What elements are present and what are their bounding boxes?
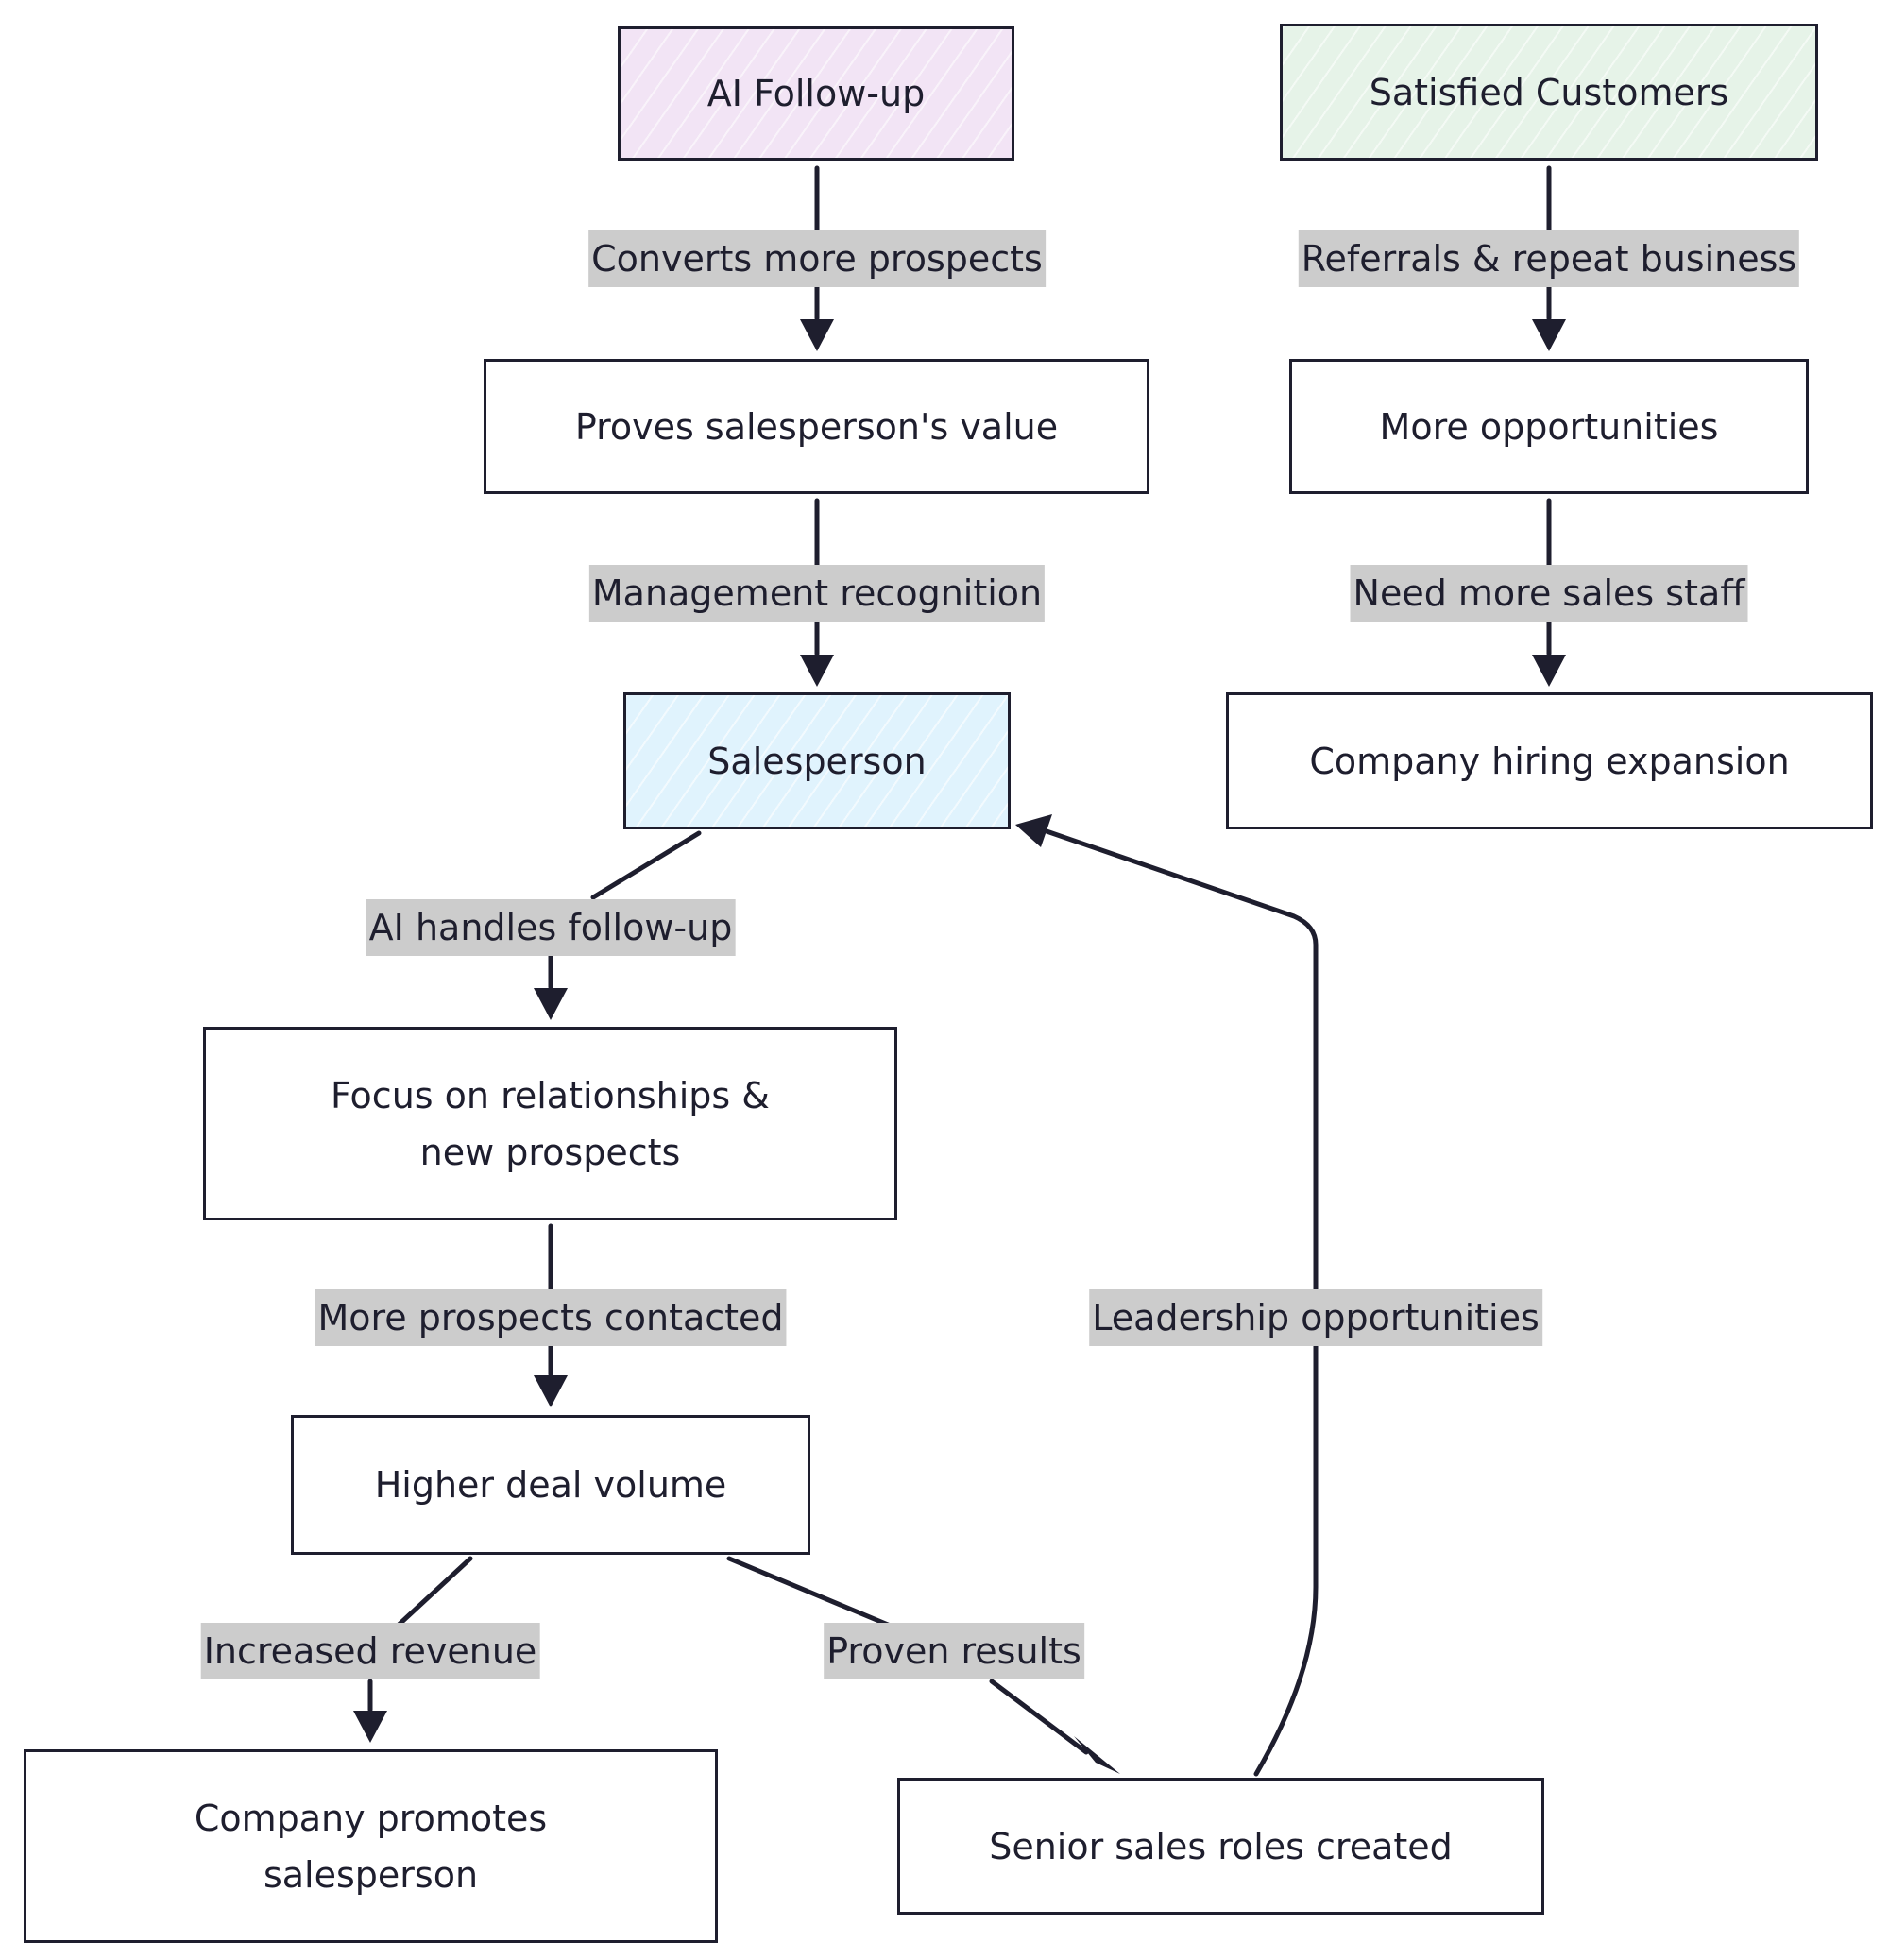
node-label: Salesperson (707, 740, 927, 782)
node-focus-relationships: Focus on relationships & new prospects (203, 1027, 897, 1220)
edge-ai-handles (548, 830, 702, 990)
arrowhead (1074, 1736, 1120, 1774)
node-hiring-expansion: Company hiring expansion (1226, 692, 1873, 829)
node-more-opportunities: More opportunities (1289, 359, 1809, 494)
node-label: More opportunities (1379, 405, 1719, 448)
node-salesperson: Salesperson (623, 692, 1011, 829)
arrowhead (800, 655, 834, 687)
arrowhead (534, 988, 568, 1020)
edge-label-referrals: Referrals & repeat business (1298, 230, 1800, 287)
edge-label-need-more-staff: Need more sales staff (1350, 565, 1748, 622)
node-label: Satisfied Customers (1369, 71, 1729, 113)
arrowhead (353, 1711, 387, 1743)
edge-label-converts-more: Converts more prospects (588, 230, 1046, 287)
node-senior-roles: Senior sales roles created (897, 1778, 1544, 1915)
edge-label-leadership: Leadership opportunities (1089, 1289, 1542, 1346)
node-label: Focus on relationships & new prospects (331, 1074, 770, 1173)
node-proves-value: Proves salesperson's value (484, 359, 1149, 494)
node-label: Proves salesperson's value (574, 405, 1059, 448)
node-label: AI Follow-up (706, 73, 926, 114)
node-satisfied-customers: Satisfied Customers (1280, 24, 1818, 161)
arrowhead (534, 1375, 568, 1407)
arrowhead (800, 319, 834, 351)
node-label: Company hiring expansion (1309, 740, 1790, 782)
arrowhead (1532, 655, 1566, 687)
node-label: Senior sales roles created (989, 1825, 1453, 1867)
edge-label-ai-handles: AI handles follow-up (366, 899, 736, 956)
arrowhead (1532, 319, 1566, 351)
node-higher-deal-volume: Higher deal volume (291, 1415, 810, 1555)
edge-label-more-contacted: More prospects contacted (315, 1289, 787, 1346)
edge-proven-results (726, 1556, 1089, 1755)
edge-leadership (1044, 828, 1319, 1777)
edge-label-management-recognition: Management recognition (588, 565, 1046, 622)
node-label: Company promotes salesperson (194, 1797, 548, 1896)
node-company-promotes: Company promotes salesperson (24, 1749, 718, 1943)
edge-label-proven-results: Proven results (824, 1623, 1084, 1679)
node-ai-followup: AI Follow-up (618, 26, 1014, 161)
edge-increased-revenue (367, 1556, 473, 1713)
edge-label-increased-revenue: Increased revenue (200, 1623, 540, 1679)
arrowhead (1015, 814, 1052, 847)
node-label: Higher deal volume (374, 1464, 727, 1506)
